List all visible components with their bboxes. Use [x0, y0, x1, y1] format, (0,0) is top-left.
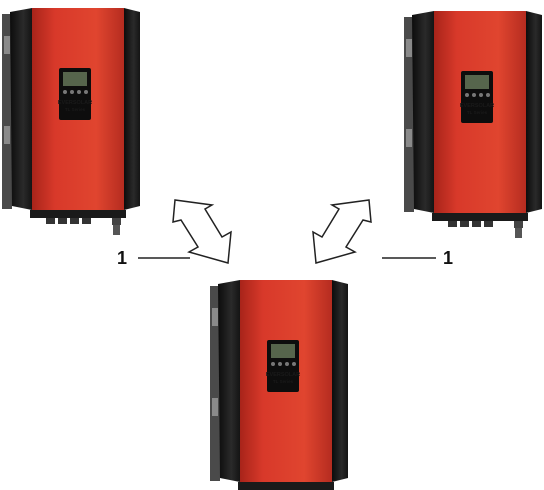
callout-label-left: 1: [117, 248, 127, 268]
series-label: TL Series: [273, 379, 294, 384]
double-arrow-right: [313, 200, 371, 263]
series-label: TL Series: [467, 110, 488, 115]
brand-label: EVERSOLAR: [58, 100, 92, 106]
brand-label: EVERSOLAR: [460, 103, 494, 109]
inverter-bottom-center: EVERSOLAR TL Series: [210, 280, 348, 490]
inverter-top-right: EVERSOLAR TL Series: [404, 11, 542, 238]
double-arrow-left: [173, 200, 231, 263]
brand-label: EVERSOLAR: [266, 372, 300, 378]
series-label: TL Series: [65, 107, 86, 112]
callout-label-right: 1: [443, 248, 453, 268]
inverter-top-left: EVERSOLAR TL Series: [2, 8, 140, 235]
